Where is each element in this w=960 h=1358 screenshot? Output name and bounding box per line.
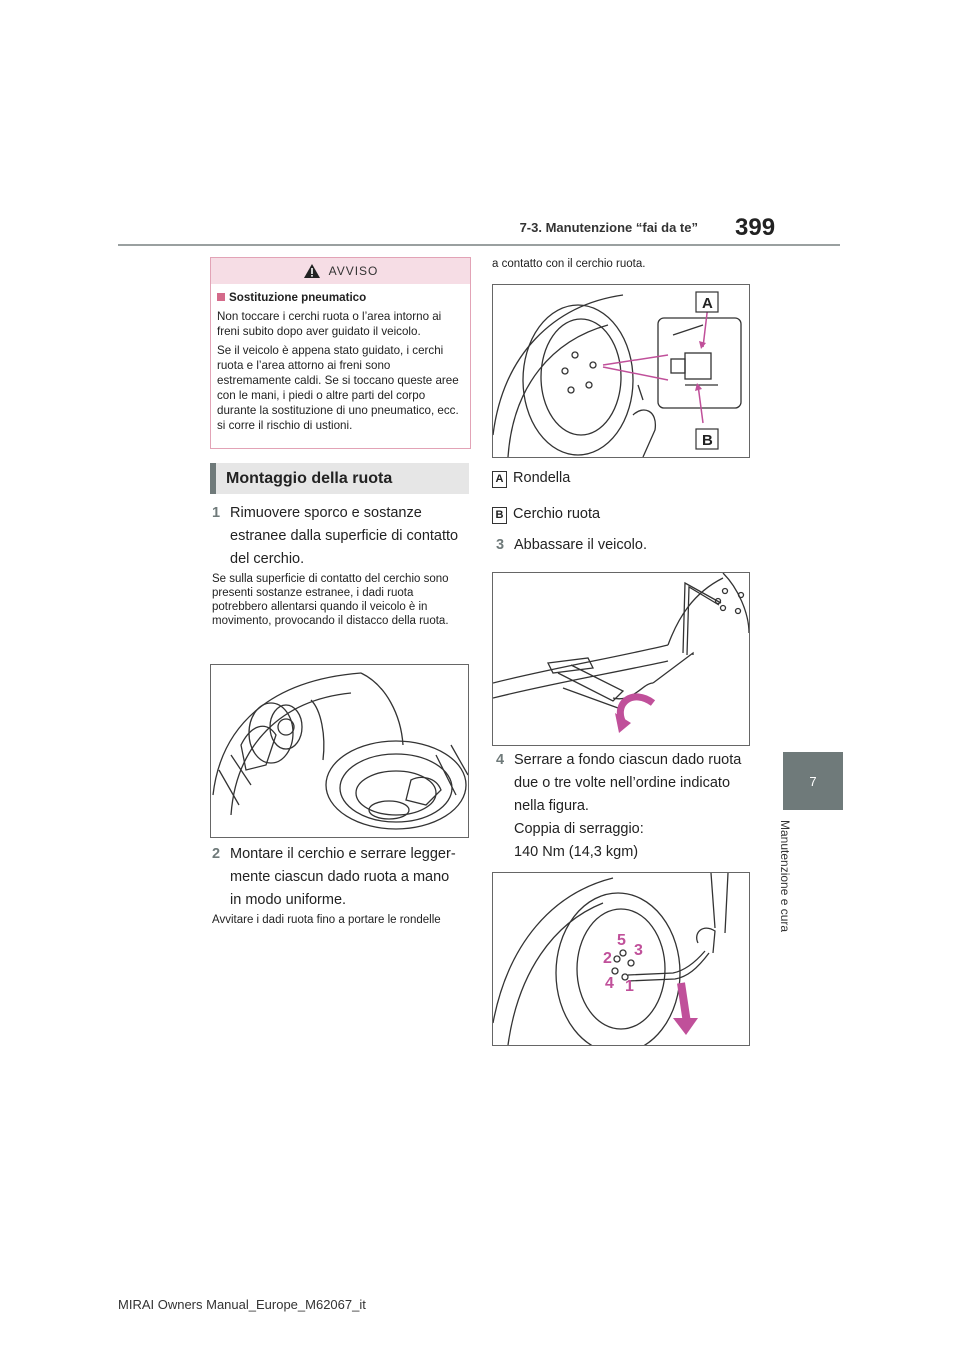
figure-washer-rim: A B bbox=[492, 284, 750, 458]
warning-box: AVVISO Sostituzione pneumatico Non tocca… bbox=[210, 257, 471, 449]
legend-key: B bbox=[492, 507, 507, 524]
step-2-note-cont: a contatto con il cerchio ruota. bbox=[492, 258, 646, 270]
warning-paragraph: Non toccare i cerchi ruota o l’area into… bbox=[217, 310, 442, 338]
legend-item-a: A Rondella bbox=[492, 470, 570, 488]
step-2-note: Avvitare i dadi ruota fino a portare le … bbox=[212, 914, 441, 926]
tightening-order-illustration: 5 2 3 4 1 bbox=[493, 873, 729, 1045]
order-label-4: 4 bbox=[605, 975, 614, 992]
step-1: 1 Rimuovere sporco e sostanze estranee d… bbox=[212, 505, 459, 567]
order-label-2: 2 bbox=[603, 950, 612, 967]
figure-tighten-order: 5 2 3 4 1 bbox=[492, 872, 750, 1046]
warning-title: AVVISO bbox=[328, 264, 379, 278]
wheel-cleaning-illustration bbox=[212, 672, 468, 830]
warning-header: AVVISO bbox=[211, 258, 470, 284]
washer-rim-illustration: A B bbox=[493, 291, 742, 457]
section-title: Montaggio della ruota bbox=[210, 463, 469, 494]
section-header: 7-3. Manutenzione “fai da te” bbox=[519, 220, 698, 235]
chapter-label: Manutenzione e cura bbox=[778, 820, 792, 933]
figure-label-b: B bbox=[702, 432, 713, 449]
step-1-note: Se sulla superficie di contatto del cerc… bbox=[212, 573, 449, 627]
footer-doc-id: MIRAI Owners Manual_Europe_M62067_it bbox=[118, 1297, 366, 1312]
chapter-tab[interactable]: 7 bbox=[783, 752, 843, 810]
figure-label-a: A bbox=[702, 295, 713, 312]
order-label-3: 3 bbox=[634, 942, 643, 959]
order-label-5: 5 bbox=[617, 932, 626, 949]
warning-subtitle: Sostituzione pneumatico bbox=[217, 290, 464, 305]
page-number: 399 bbox=[735, 214, 776, 241]
bullet-square-icon bbox=[217, 293, 225, 301]
step-3: 3 Abbassare il veicolo. bbox=[496, 537, 647, 553]
jack-lowering-illustration bbox=[493, 573, 749, 733]
warning-paragraph: Se il veicolo è appena stato guidato, i … bbox=[217, 344, 459, 432]
warning-triangle-icon bbox=[303, 264, 320, 278]
figure-lower-vehicle bbox=[492, 572, 750, 746]
figure-clean-wheel bbox=[210, 664, 469, 838]
legend-key: A bbox=[492, 471, 507, 488]
step-2: 2 Montare il cerchio e serrare legger- m… bbox=[212, 846, 456, 908]
order-label-1: 1 bbox=[625, 978, 634, 995]
legend-item-b: B Cerchio ruota bbox=[492, 506, 600, 524]
header-rule bbox=[118, 244, 840, 246]
step-4: 4 Serrare a fondo ciascun dado ruota due… bbox=[496, 752, 742, 860]
